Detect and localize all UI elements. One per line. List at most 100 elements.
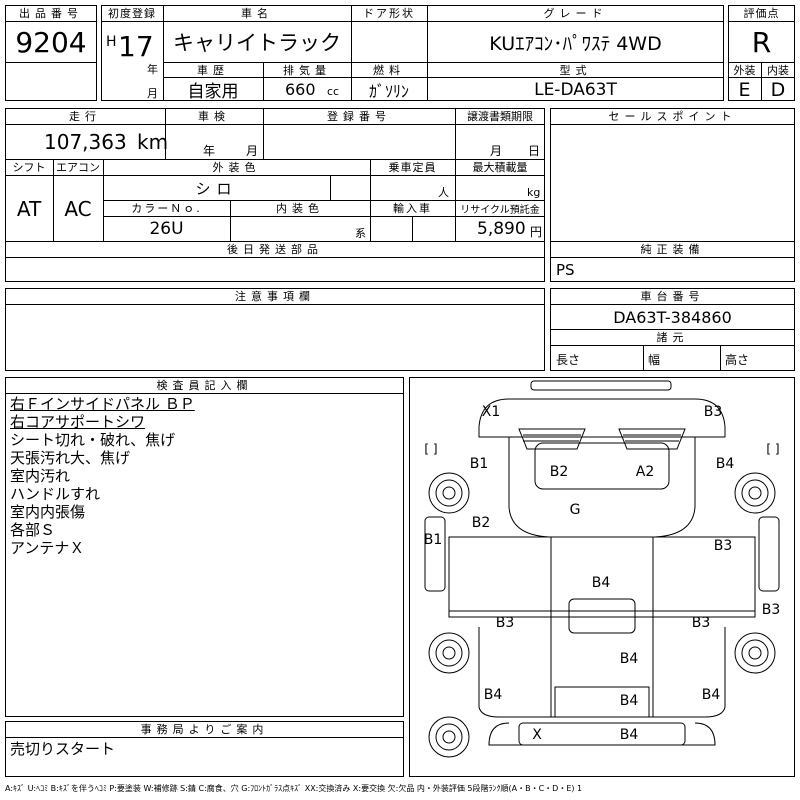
- mark-b3-door: B3: [714, 538, 733, 554]
- score-label: 評価点: [743, 7, 780, 20]
- history-label: 車歴: [197, 63, 229, 77]
- model-label: 型式: [559, 63, 592, 77]
- first-registration-label: 初度登録: [108, 7, 156, 20]
- inspector-notes-list: 右Ｆインサイドパネル ＢＰ 右コアサポートシワ シート切れ・破れ、焦げ 天張汚れ…: [10, 395, 400, 557]
- car-name-label: 車名: [241, 7, 273, 20]
- mark-b4-bl: B4: [484, 687, 503, 703]
- interior-grade: D: [770, 78, 786, 101]
- chassis-number: DA63T-384860: [613, 307, 732, 327]
- fuel-label: 燃料: [373, 63, 405, 77]
- damage-diagram-frame: [409, 377, 795, 777]
- recycle-fee-unit: 円: [530, 224, 543, 239]
- transfer-day-unit: 日: [528, 143, 541, 158]
- mark-a2-cab: A2: [636, 464, 654, 480]
- mark-b3-top: B3: [704, 404, 723, 420]
- registration-number-label: 登録番号: [327, 110, 391, 123]
- fuel: ｶﾞｿﾘﾝ: [368, 81, 409, 101]
- exterior-color: シロ: [195, 179, 238, 198]
- mark-b3-side: B3: [762, 602, 781, 618]
- genuine-equipment: PS: [556, 261, 575, 279]
- vehicle-header-box: [101, 5, 724, 101]
- mark-bracket-right: [ ]: [766, 442, 779, 456]
- displacement-label: 排気量: [283, 63, 331, 77]
- office-label: 事務局よりご案内: [140, 723, 269, 736]
- mark-b4-br: B4: [702, 687, 721, 703]
- transfer-deadline-label: 譲渡書類期限: [467, 110, 533, 123]
- inspector-note: 右コアサポートシワ: [10, 413, 146, 431]
- mark-bracket-left: [ ]: [424, 442, 437, 456]
- inspector-note: シート切れ・破れ、焦げ: [10, 431, 176, 449]
- car-name: キャリイトラック: [173, 31, 341, 55]
- exterior-grade-label: 外装: [733, 63, 756, 77]
- history: 自家用: [187, 82, 239, 102]
- inspector-note: 室内内張傷: [10, 503, 86, 521]
- shift-label: シフト: [12, 161, 46, 174]
- mark-b3-rail-left: B3: [496, 615, 515, 631]
- inspector-note: 室内汚れ: [10, 467, 71, 485]
- mark-b4-bed-front: B4: [592, 575, 611, 591]
- inspection-year-unit: 年: [203, 143, 216, 158]
- mark-b4-bed-mid: B4: [620, 651, 639, 667]
- damage-diagram: X1 B3 [ ] [ ] B1 B2 A2 B4 G B2 B1 B3 B4 …: [424, 380, 781, 758]
- shift: AT: [16, 196, 42, 221]
- mark-b2-door: B2: [472, 515, 491, 531]
- mark-x1: X1: [482, 404, 501, 420]
- lot-number-label: 出品番号: [19, 7, 83, 20]
- office-note: 売切りスタート: [10, 739, 116, 758]
- mark-b4-bottom: B4: [620, 727, 639, 743]
- max-load-label: 最大積載量: [472, 161, 528, 174]
- month-unit: 月: [147, 87, 158, 100]
- mark-b3-rail-right: B3: [692, 615, 711, 631]
- mark-x-bottom: X: [532, 727, 542, 743]
- inspector-note: 右Ｆインサイドパネル ＢＰ: [10, 395, 195, 413]
- inspector-label: 検査員記入欄: [156, 379, 253, 392]
- mark-b1-left: B1: [470, 456, 489, 472]
- inspection-label: 車検: [198, 110, 230, 123]
- mark-b4-tail: B4: [620, 693, 639, 709]
- chassis-label: 車台番号: [640, 290, 705, 303]
- model-code: LE-DA63T: [534, 79, 617, 100]
- transfer-month-unit: 月: [490, 143, 503, 158]
- capacity-unit: 人: [438, 186, 449, 199]
- year-unit: 年: [147, 63, 158, 76]
- color-number: 26U: [149, 219, 184, 239]
- registration-year: 17: [118, 29, 154, 63]
- import-label: 輸入車: [393, 202, 432, 215]
- mileage-label: 走行: [69, 110, 101, 123]
- inspector-note: ハンドルすれ: [10, 485, 101, 503]
- mileage-unit: km: [137, 130, 169, 154]
- mileage: 107,363: [44, 130, 127, 154]
- exterior-grade: E: [738, 78, 751, 101]
- length-label: 長さ: [556, 352, 581, 367]
- inspector-note: 各部Ｓ: [10, 521, 56, 539]
- color-number-label: カラーＮｏ.: [131, 202, 202, 215]
- ac-label: エアコン: [56, 161, 100, 174]
- era-code: H: [106, 34, 117, 50]
- genuine-equipment-label: 純正装備: [640, 243, 705, 256]
- mark-b2-cab: B2: [550, 464, 569, 480]
- inspection-month-unit: 月: [246, 143, 259, 158]
- displacement: 660: [285, 80, 316, 99]
- width-label: 幅: [648, 352, 661, 367]
- legend: A:ｷｽﾞ U:ﾍｺﾐ B:ｷｽﾞを伴うﾍｺﾐ P:要塗装 W:補修跡 S:錆 …: [5, 783, 583, 793]
- displacement-unit: cc: [327, 84, 340, 98]
- inspector-note: アンテナＸ: [10, 539, 85, 557]
- interior-color-label: 内装色: [276, 202, 324, 215]
- mark-b1-side: B1: [424, 532, 443, 548]
- grade-label: グレード: [543, 7, 608, 20]
- max-load-unit: kg: [527, 185, 541, 199]
- later-parts-label: 後日発送部品: [227, 243, 323, 256]
- dimensions-label: 諸元: [656, 331, 689, 344]
- grade: KUｴｱｺﾝ･ﾊﾟﾜｽﾃ 4WD: [489, 32, 662, 55]
- recycle-fee-label: リサイクル預託金: [460, 204, 540, 216]
- recycle-fee: 5,890: [477, 219, 526, 239]
- air-conditioner: AC: [64, 196, 92, 221]
- interior-grade-label: 内装: [767, 63, 789, 77]
- interior-color-unit: 系: [355, 227, 366, 240]
- capacity-label: 乗車定員: [388, 161, 437, 174]
- sales-points-label: セールスポイント: [608, 110, 737, 123]
- lot-number-box: [5, 5, 97, 101]
- mark-g-glass: G: [570, 502, 581, 518]
- inspector-note: 天張汚れ大、焦げ: [10, 449, 131, 467]
- height-label: 高さ: [725, 352, 750, 367]
